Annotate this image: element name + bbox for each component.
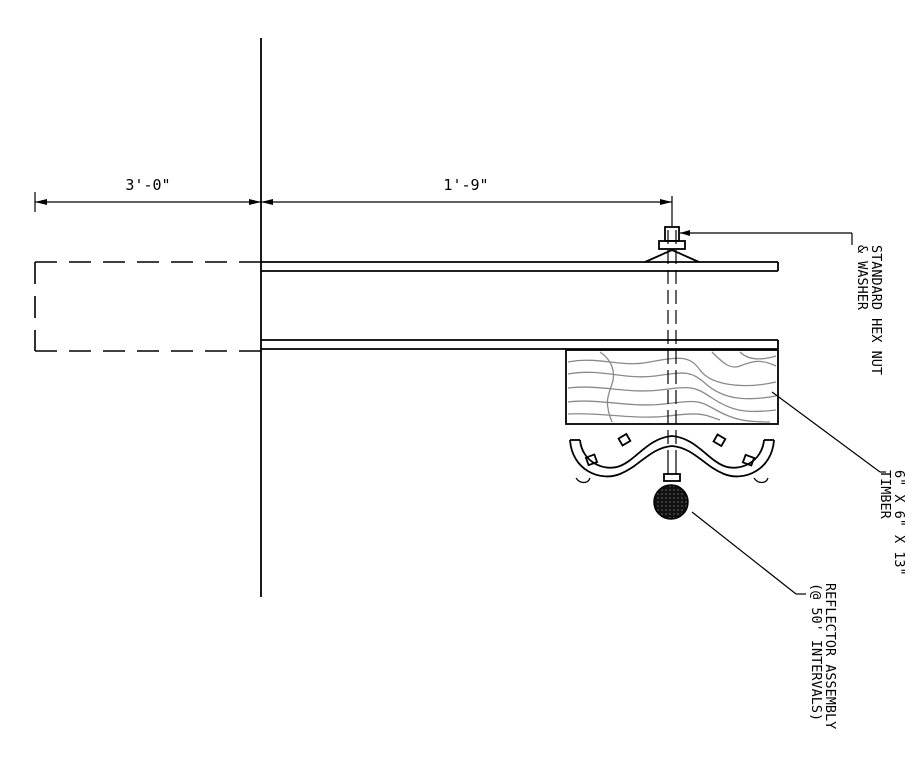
label-reflector: REFLECTOR ASSEMBLY (@ 50' INTERVALS): [808, 583, 838, 729]
dimension-left: 3'-0": [34, 176, 261, 212]
bolt: [667, 230, 677, 460]
leader-reflector: [691, 511, 806, 595]
timber-block: [565, 349, 779, 425]
label-hex-nut: STANDARD HEX NUT & WASHER: [854, 245, 884, 375]
label-timber: 6" X 6" X 13" TIMBER: [877, 470, 907, 576]
dimension-left-text: 3'-0": [125, 176, 170, 194]
label-timber-line1: 6" X 6" X 13": [891, 470, 907, 576]
leader-hex-nut: [680, 230, 853, 245]
rail-beam: [261, 261, 779, 350]
label-reflector-line1: REFLECTOR ASSEMBLY: [822, 583, 838, 729]
label-timber-line2: TIMBER: [877, 470, 893, 520]
reflector-disc: [653, 484, 689, 520]
leader-timber: [771, 391, 886, 473]
hex-nut-washer: [644, 226, 700, 263]
phantom-rail: [34, 261, 261, 352]
dimension-right: 1'-9": [261, 176, 673, 226]
label-reflector-line2: (@ 50' INTERVALS): [808, 583, 824, 721]
label-hex-nut-line2: & WASHER: [854, 245, 870, 311]
dimension-right-text: 1'-9": [443, 176, 488, 194]
label-hex-nut-line1: STANDARD HEX NUT: [868, 245, 884, 375]
reflector-bracket: [569, 432, 775, 484]
reflector-assembly: [653, 460, 689, 520]
